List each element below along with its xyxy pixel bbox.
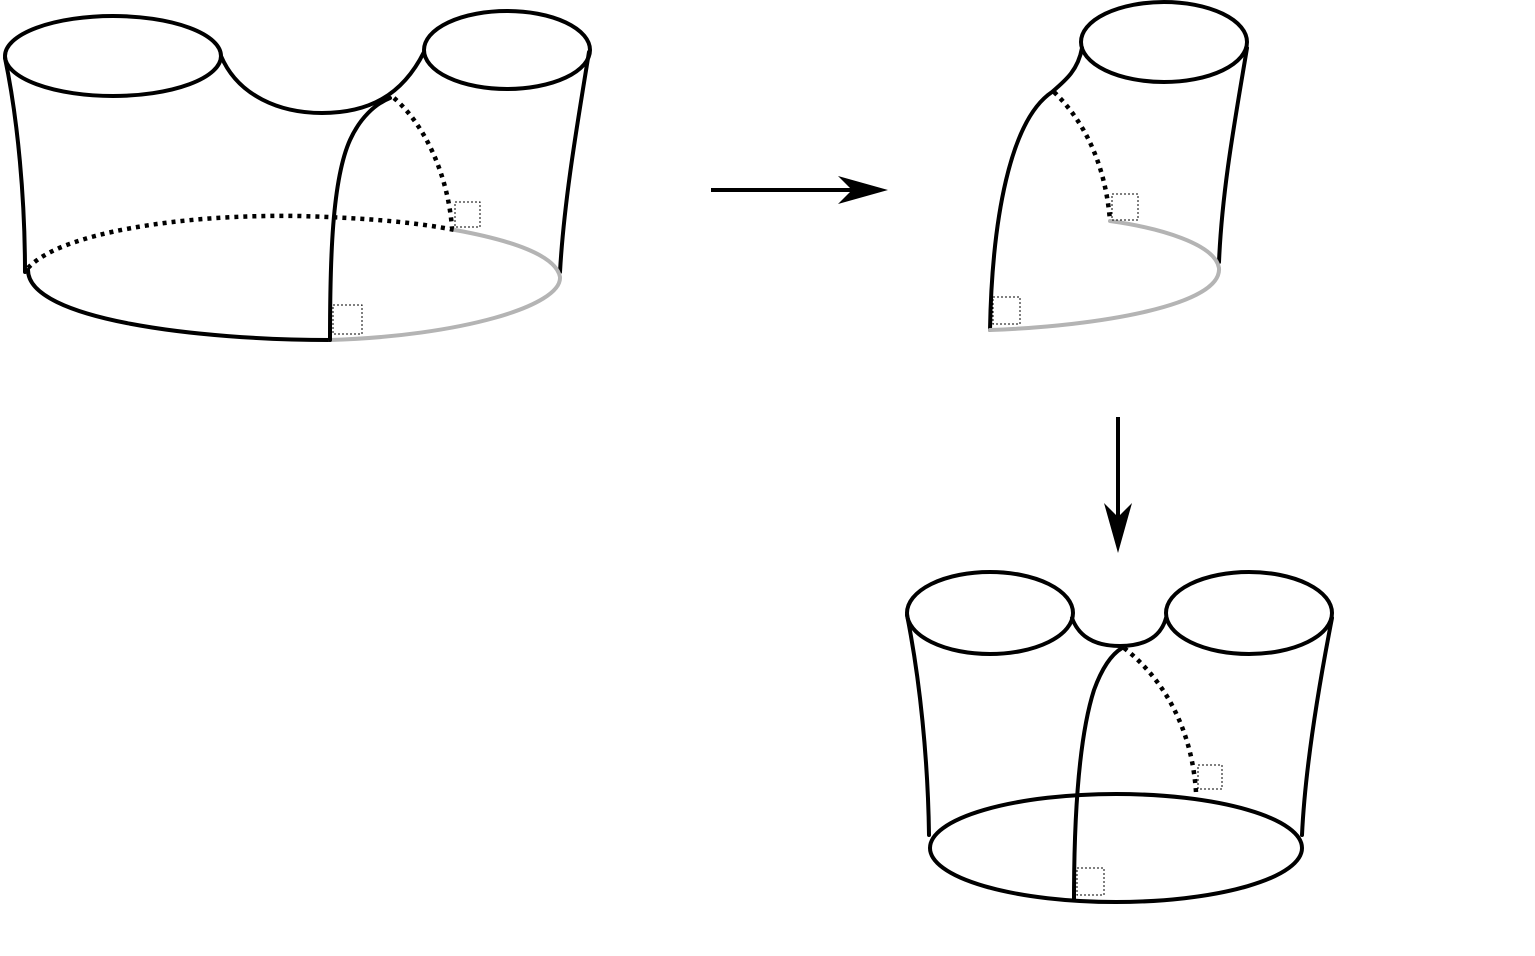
right-angle-marker	[1076, 867, 1105, 896]
right-side	[1217, 46, 1249, 264]
arrow-right	[711, 176, 888, 204]
top-left-cuff	[905, 570, 1075, 656]
pants-reglued-figure	[905, 570, 1334, 904]
arrow-down	[1104, 417, 1132, 553]
seam-front	[1072, 646, 1124, 902]
left-seam-edge	[988, 46, 1084, 332]
top-left-cuff	[3, 14, 223, 98]
top-cuff	[1079, 0, 1249, 84]
right-angle-marker	[454, 201, 481, 228]
top-right-cuff	[1164, 570, 1334, 656]
bottom-cuff-highlight	[328, 228, 563, 342]
half-piece-figure	[988, 0, 1249, 332]
crotch-arc	[219, 50, 426, 115]
right-side	[558, 50, 591, 274]
seam-front	[328, 96, 392, 342]
right-side	[1300, 616, 1334, 837]
bottom-cuff	[928, 792, 1304, 904]
pants-cut-figure	[3, 9, 592, 342]
top-right-cuff	[422, 9, 592, 91]
bottom-highlight	[988, 219, 1222, 332]
crotch-arc	[1070, 616, 1168, 648]
bottom-cuff-back	[26, 213, 456, 270]
left-side	[905, 613, 931, 837]
right-angle-marker	[332, 304, 363, 335]
left-side	[3, 56, 27, 274]
bottom-cuff-front	[26, 268, 332, 342]
seam-back	[392, 96, 455, 229]
seam-back	[1122, 646, 1199, 793]
seam-back	[1052, 90, 1113, 222]
right-angle-marker	[1111, 193, 1139, 221]
right-angle-marker	[992, 296, 1021, 325]
right-angle-marker	[1197, 764, 1223, 790]
